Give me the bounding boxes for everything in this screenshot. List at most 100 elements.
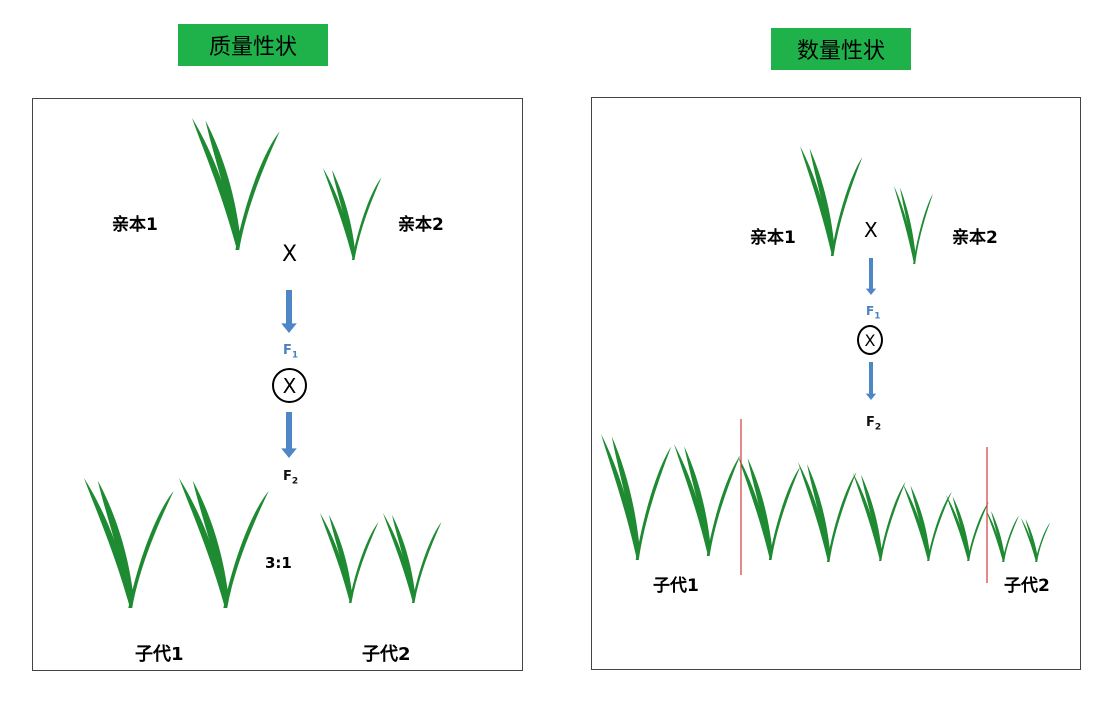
grass-blade xyxy=(952,496,970,558)
grass-blade xyxy=(809,148,835,251)
grass-blade xyxy=(826,472,857,562)
left-offspring2-label: 子代2 xyxy=(362,644,411,665)
grass-blade xyxy=(900,187,916,261)
grass-blade xyxy=(910,485,930,558)
grass-blade xyxy=(894,186,915,264)
right-offspring-plant-8 xyxy=(986,510,1020,562)
grass-blade xyxy=(946,495,969,561)
left-selfing-symbol: X xyxy=(272,368,307,403)
left-offspring-short-plant xyxy=(383,513,442,603)
left-parent1-label: 亲本1 xyxy=(112,215,158,235)
grass-blade xyxy=(674,444,710,556)
grass-blade xyxy=(601,434,639,560)
grass-blade xyxy=(879,481,906,561)
grass-blade xyxy=(323,168,355,260)
arrow-head xyxy=(281,323,297,333)
right-offspring-plant-7 xyxy=(946,495,989,561)
left-f1-label: F1 xyxy=(283,343,299,361)
grass-blade xyxy=(383,513,415,603)
right-offspring-plant-3 xyxy=(738,456,801,560)
left-arrow-to-f2 xyxy=(281,412,297,458)
grass-blade xyxy=(348,522,379,603)
grass-blade xyxy=(1025,518,1038,560)
right-offspring-plant-5 xyxy=(853,473,906,561)
grass-blade xyxy=(97,480,134,602)
grass-blade xyxy=(611,436,640,554)
right-plant-group xyxy=(601,146,1051,562)
grass-blade xyxy=(927,491,952,561)
grass-blade xyxy=(392,514,416,599)
arrow-head xyxy=(281,448,297,458)
grass-blade xyxy=(128,491,174,608)
grass-blade xyxy=(913,193,933,264)
left-parent2-label: 亲本2 xyxy=(398,215,444,235)
grass-blade xyxy=(235,131,280,250)
grass-blade xyxy=(684,446,711,551)
right-f1-label: F1 xyxy=(866,304,881,322)
quantitative-trait-panel xyxy=(591,97,1081,670)
left-ratio-label: 3:1 xyxy=(265,554,292,572)
right-arrow-to-f1 xyxy=(865,258,877,295)
grass-blade xyxy=(192,118,239,250)
grass-blade xyxy=(800,146,834,256)
left-f2-label: F2 xyxy=(283,469,299,487)
grass-blade xyxy=(332,169,356,256)
grass-blade xyxy=(747,458,773,555)
grass-blade xyxy=(179,478,227,608)
right-f2-label: F2 xyxy=(866,415,882,433)
grass-blade xyxy=(1021,518,1037,562)
grass-blade xyxy=(967,501,989,561)
grass-blade xyxy=(830,157,863,256)
left-cross-symbol: X xyxy=(282,242,298,267)
grass-blade xyxy=(351,177,382,260)
right-offspring-plant-9 xyxy=(1021,518,1051,562)
arrow-head xyxy=(865,393,877,400)
right-offspring-plant-4 xyxy=(798,462,857,562)
left-plant-group xyxy=(84,118,442,608)
grass-blade xyxy=(329,514,353,599)
grass-blade xyxy=(807,464,831,557)
grass-blade xyxy=(205,120,241,244)
left-offspring-tall-plant xyxy=(84,478,174,608)
right-offspring2-label: 子代2 xyxy=(1004,576,1050,596)
right-arrow-to-f2 xyxy=(865,362,877,400)
grass-blade xyxy=(903,484,929,561)
left-parent2-plant xyxy=(323,168,382,260)
arrow-head xyxy=(865,288,877,295)
grass-blade xyxy=(706,455,741,556)
grass-blade xyxy=(1035,522,1051,562)
grass-blade xyxy=(991,511,1005,560)
grass-blade xyxy=(411,522,442,603)
left-offspring1-label: 子代1 xyxy=(135,644,184,665)
left-offspring-tall-plant xyxy=(179,478,269,608)
grass-blade xyxy=(986,510,1004,562)
arrow-group xyxy=(281,258,877,458)
right-parent2-label: 亲本2 xyxy=(952,228,998,248)
qualitative-trait-title: 质量性状 xyxy=(178,24,328,66)
right-offspring-plant-2 xyxy=(674,444,741,556)
grass-blade xyxy=(853,473,881,561)
grass-blade xyxy=(1002,515,1020,562)
right-parent2-plant xyxy=(894,186,933,264)
right-selfing-symbol: X xyxy=(857,325,883,355)
left-offspring-short-plant xyxy=(320,513,379,603)
grass-blade xyxy=(84,478,132,608)
left-parent1-plant xyxy=(192,118,280,250)
grass-blade xyxy=(192,480,229,602)
grass-blade xyxy=(738,456,772,560)
grass-blade xyxy=(861,474,882,557)
right-parent1-plant xyxy=(800,146,863,256)
grass-blade xyxy=(798,462,830,562)
right-offspring-plant-1 xyxy=(601,434,672,560)
right-offspring-plant-6 xyxy=(903,484,952,561)
grass-blade xyxy=(223,491,269,608)
right-offspring1-label: 子代1 xyxy=(653,576,699,596)
quantitative-trait-title: 数量性状 xyxy=(771,28,911,70)
grass-blade xyxy=(768,466,801,560)
grass-blade xyxy=(635,446,672,560)
grass-blade xyxy=(320,513,352,603)
right-parent1-label: 亲本1 xyxy=(750,228,796,248)
left-arrow-to-f1 xyxy=(281,290,297,333)
right-cross-symbol: X xyxy=(864,218,878,242)
